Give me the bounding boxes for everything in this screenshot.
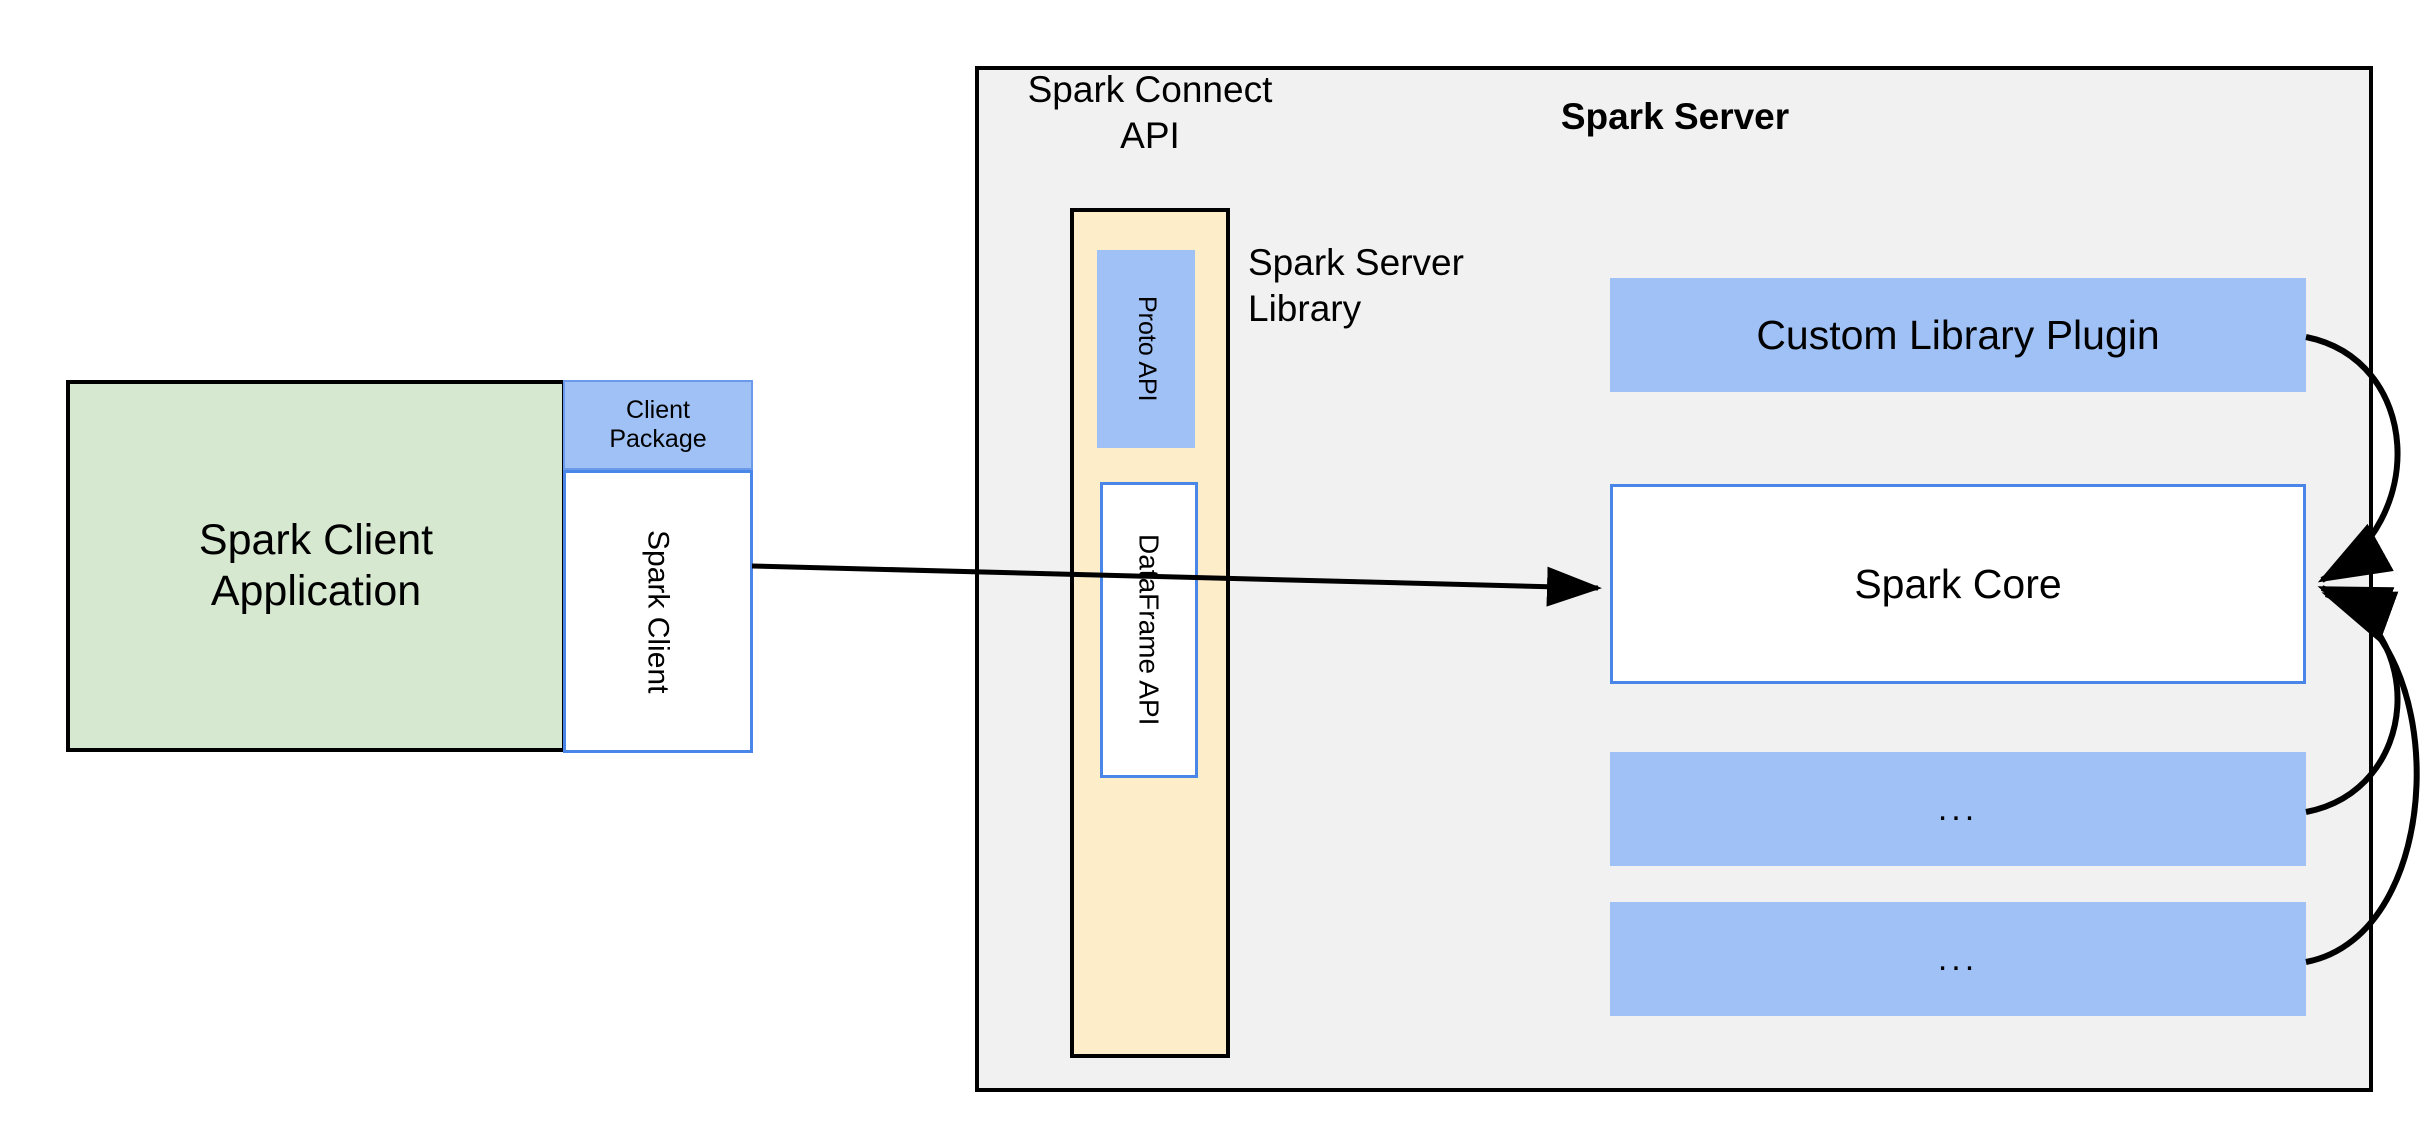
spark-client-application-line1: Spark Client (198, 516, 434, 565)
custom-library-plugin-box[interactable]: Custom Library Plugin (1610, 278, 2306, 392)
custom-library-plugin-label: Custom Library Plugin (1756, 311, 2160, 358)
server-component-ellipsis-1[interactable]: ... (1610, 752, 2306, 866)
spark-connect-api-label: Spark Connect API (985, 67, 1315, 160)
spark-client-application-line2: Application (210, 567, 422, 615)
server-component-ellipsis-2[interactable]: ... (1610, 902, 2306, 1016)
spark-server-library-line2: Library (1248, 288, 1362, 330)
spark-server-title: Spark Server (1560, 96, 1790, 137)
dataframe-api-label: DataFrame API (1133, 534, 1165, 726)
spark-client-box[interactable]: Spark Client (563, 470, 753, 753)
proto-api-label: Proto API (1132, 296, 1161, 402)
spark-connect-api-line1: Spark Connect (1027, 69, 1273, 110)
spark-core-label: Spark Core (1854, 560, 2062, 607)
spark-connect-api-line2: API (1120, 115, 1180, 157)
spark-client-application-box[interactable]: Spark Client Application (66, 380, 566, 752)
client-package-box[interactable]: Client Package (563, 380, 753, 470)
spark-client-label: Spark Client (641, 529, 675, 694)
client-package-line1: Client (626, 395, 690, 424)
client-package-label: Client Package (609, 396, 706, 455)
spark-server-library-line1: Spark Server (1248, 242, 1464, 283)
dataframe-api-box[interactable]: DataFrame API (1100, 482, 1198, 778)
spark-server-library-label: Spark Server Library (1248, 240, 1578, 333)
spark-client-application-label: Spark Client Application (199, 515, 433, 616)
proto-api-box[interactable]: Proto API (1097, 250, 1195, 448)
server-component-ellipsis-2-label: ... (1937, 939, 1979, 978)
spark-core-box[interactable]: Spark Core (1610, 484, 2306, 684)
client-package-line2: Package (609, 425, 707, 453)
server-component-ellipsis-1-label: ... (1937, 789, 1979, 828)
